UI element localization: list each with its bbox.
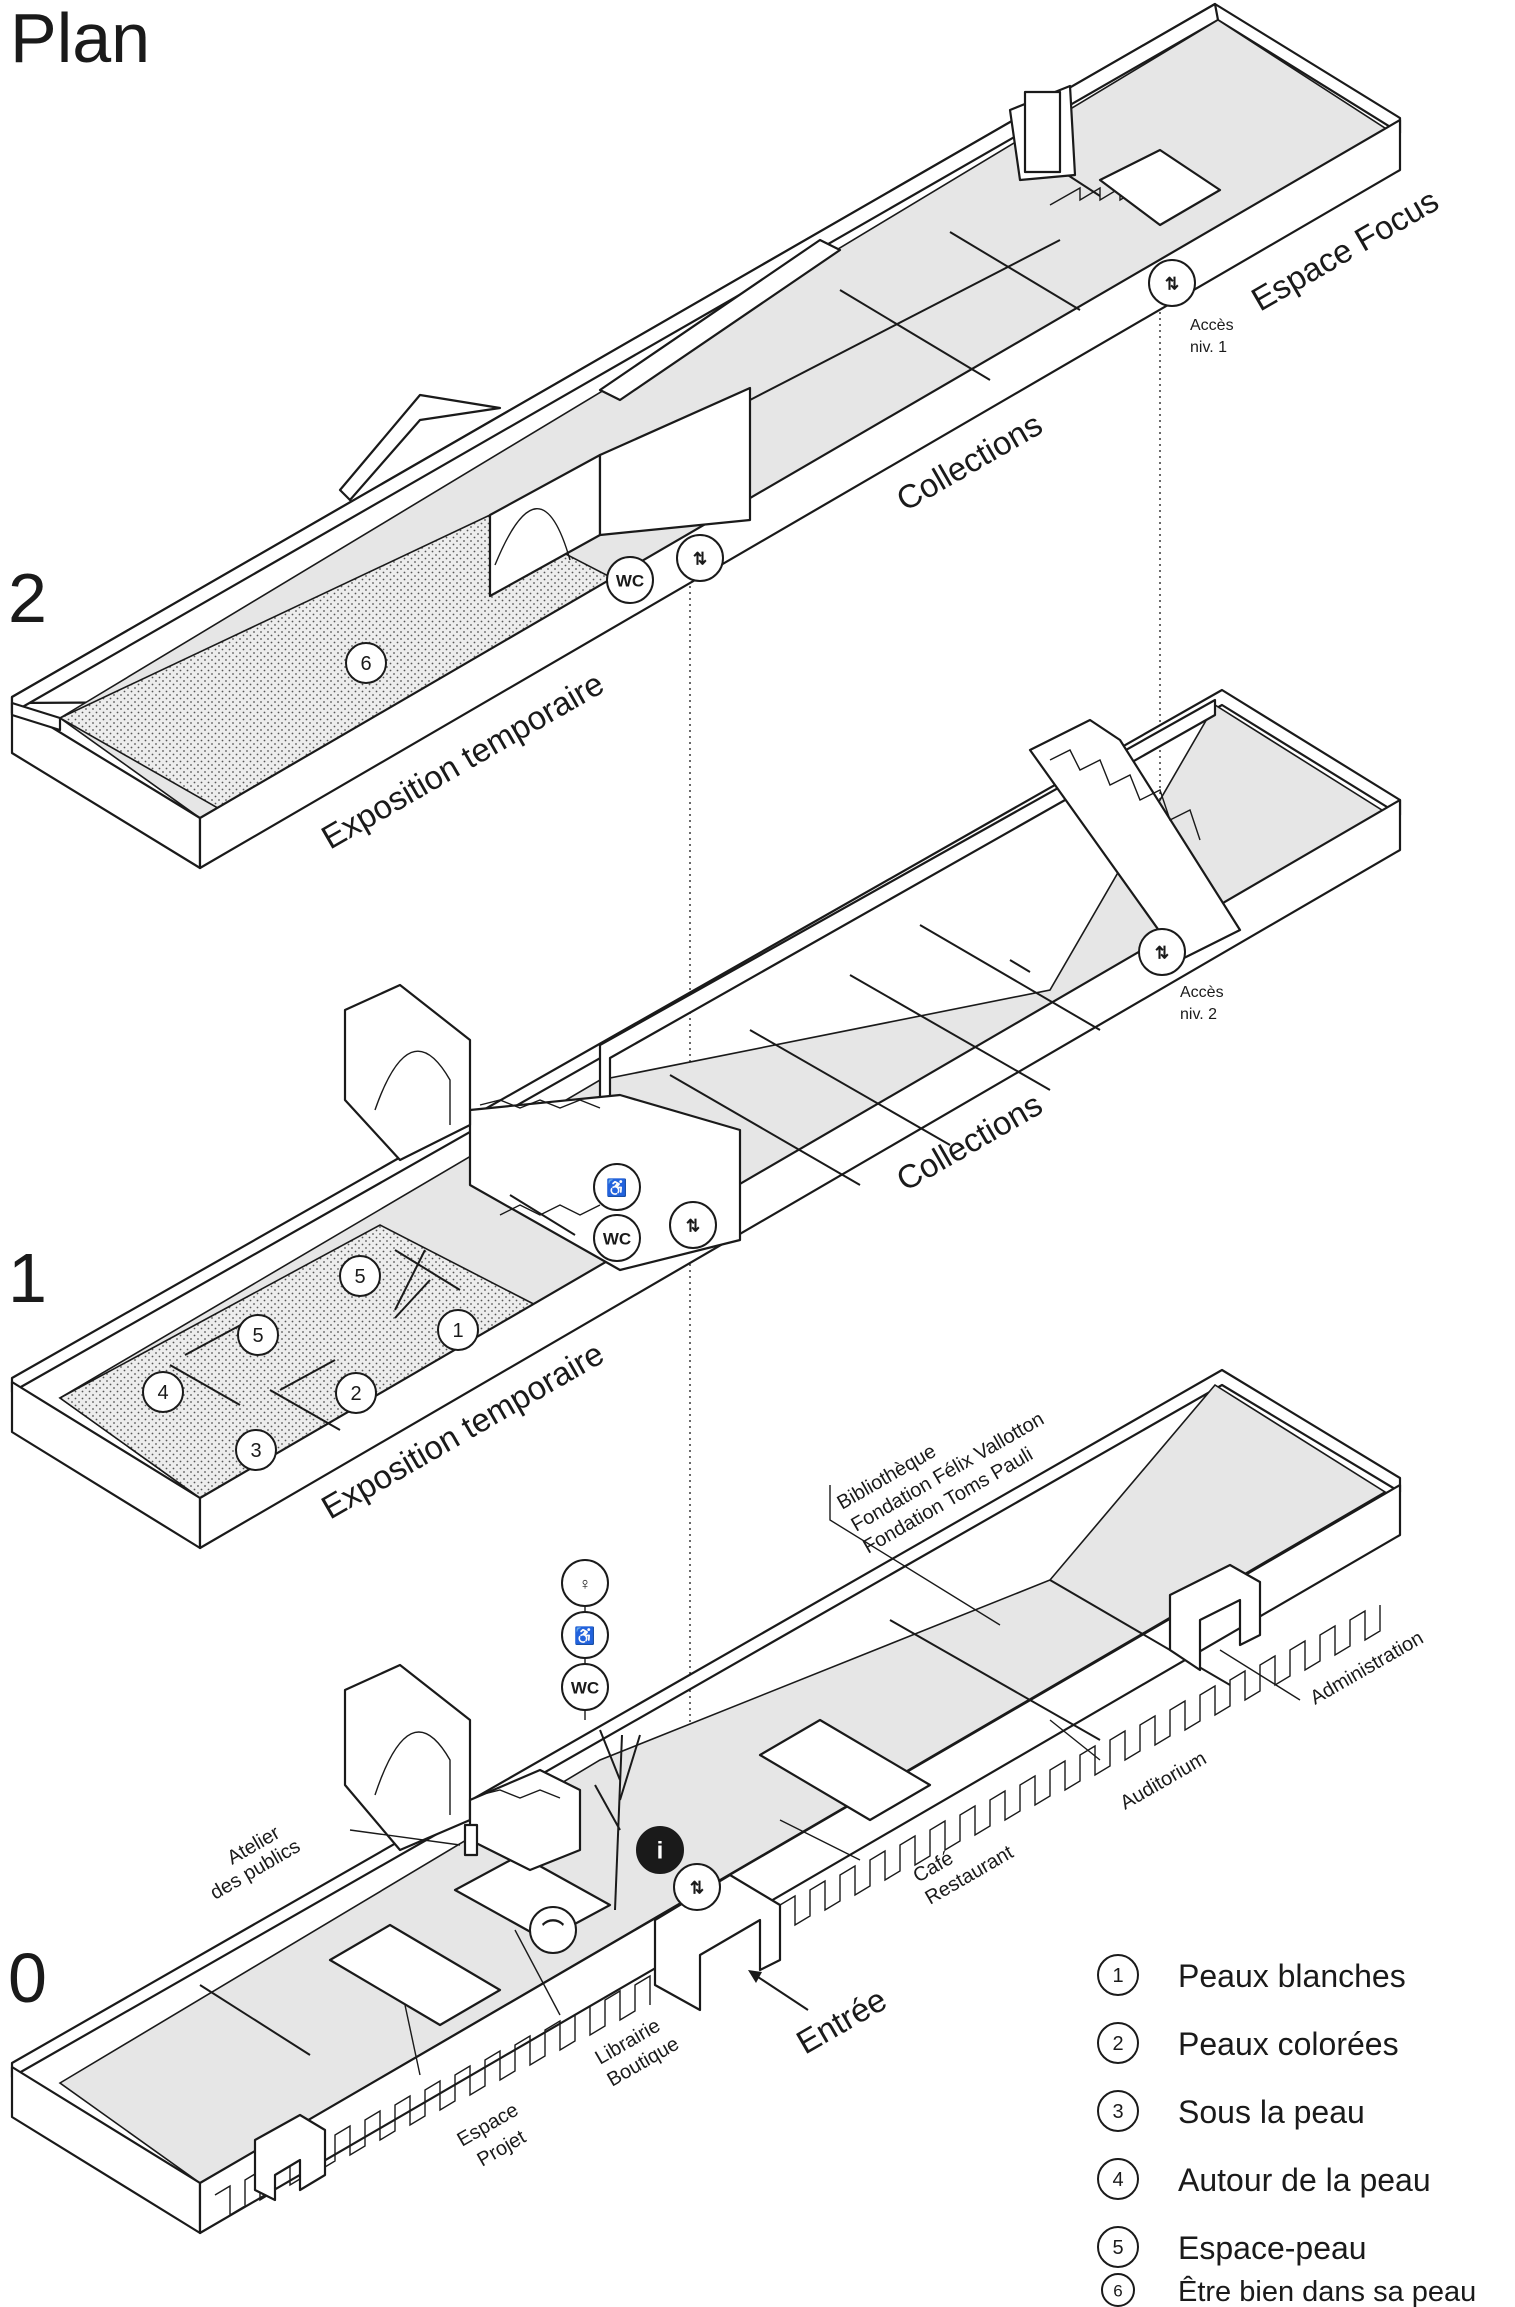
level-1-access-line2: niv. 2: [1180, 1006, 1217, 1023]
svg-text:♿: ♿: [606, 1178, 627, 1198]
svg-text:6: 6: [360, 653, 371, 675]
marker-5a: [237, 1314, 279, 1356]
svg-text:WC: WC: [603, 1230, 631, 1249]
svg-text:1: 1: [1112, 1965, 1123, 1987]
level-2-elevator-focus-icon: ⇅: [1148, 259, 1196, 307]
svg-text:2: 2: [350, 1383, 361, 1405]
svg-text:Peaux colorées: Peaux colorées: [1178, 2026, 1399, 2062]
level-2-elevator-icon: ⇅: [676, 534, 724, 582]
plan-title: Plan: [10, 0, 150, 77]
marker-5b: [339, 1255, 381, 1297]
level-2-stairs: [1049, 148, 1222, 227]
level-2-access-line2: niv. 1: [1190, 339, 1227, 356]
svg-text:4: 4: [1112, 2169, 1123, 2191]
marker-3: [235, 1429, 277, 1471]
svg-text:WC: WC: [616, 572, 644, 591]
svg-text:3: 3: [250, 1440, 261, 1462]
level-0-accessible-icon: ♿: [561, 1611, 609, 1659]
level-label-1: 1: [8, 1239, 47, 1317]
svg-text:♀: ♀: [579, 1575, 592, 1594]
level-1-floor: 1 2 3 4 5 5: [10, 688, 1402, 1550]
level-0-wc-icon: WC: [561, 1663, 609, 1711]
svg-text:2: 2: [1112, 2033, 1123, 2055]
level-0-atelier-label: Atelier des publics: [207, 1822, 305, 1905]
svg-text:Sous la peau: Sous la peau: [1178, 2094, 1365, 2130]
svg-text:4: 4: [157, 1382, 168, 1404]
marker-6: [345, 642, 387, 684]
level-0-cloakroom-icon: ⌒: [529, 1906, 577, 1954]
level-0-entrance-box: [653, 1873, 782, 2012]
legend-item-6: 6 Être bien dans sa peau: [1101, 2273, 1476, 2307]
svg-text:Autour de la peau: Autour de la peau: [1178, 2162, 1431, 2198]
level-1-arch: [343, 983, 472, 1162]
svg-text:⇅: ⇅: [1165, 275, 1179, 294]
level-0-arcade: [214, 1605, 1381, 2217]
svg-text:6: 6: [1113, 2282, 1122, 2301]
svg-text:i: i: [657, 1838, 664, 1865]
marker-2: [335, 1372, 377, 1414]
level-0-espace-projet-room: [328, 1923, 502, 2027]
svg-text:Être bien dans sa peau: Être bien dans sa peau: [1178, 2275, 1476, 2307]
svg-text:Peaux blanches: Peaux blanches: [1178, 1958, 1406, 1994]
level-0-floor: [10, 1368, 1402, 2235]
level-1-wc-icon: WC: [593, 1214, 641, 1262]
svg-text:⌒: ⌒: [542, 1919, 564, 1944]
level-1-stairs-right: [1028, 718, 1242, 962]
marker-4: [142, 1371, 184, 1413]
level-0-espace-projet-label: Espace Projet: [454, 2099, 531, 2171]
tree-icon: [594, 1729, 641, 1911]
svg-text:⇅: ⇅: [1155, 944, 1169, 963]
legend: 1 Peaux blanches 2 Peaux colorées 3 Sous…: [1097, 1954, 1476, 2307]
legend-item-4: 4 Autour de la peau: [1097, 2158, 1431, 2200]
level-1-elevator-right-icon: ⇅: [1138, 928, 1186, 976]
svg-text:WC: WC: [571, 1679, 599, 1698]
level-0-entree-label: Entrée: [790, 1980, 893, 2061]
level-0-administration-box: [1168, 1563, 1262, 1672]
svg-text:5: 5: [252, 1325, 263, 1347]
legend-item-5: 5 Espace-peau: [1097, 2226, 1367, 2268]
level-label-2: 2: [8, 559, 47, 637]
level-0-cafe-label: Café Restaurant: [910, 1841, 1018, 1909]
svg-text:♿: ♿: [574, 1626, 595, 1646]
svg-text:5: 5: [1112, 2237, 1123, 2259]
svg-text:1: 1: [452, 1320, 463, 1342]
level-0-auditorium-label: Auditorium: [1117, 1747, 1211, 1814]
legend-item-1: 1 Peaux blanches: [1097, 1954, 1406, 1996]
level-label-0: 0: [8, 1939, 47, 2017]
level-2-wc-icon: WC: [606, 556, 654, 604]
svg-text:⇅: ⇅: [693, 550, 707, 569]
legend-item-2: 2 Peaux colorées: [1097, 2022, 1399, 2064]
level-1-elevator-icon: ⇅: [669, 1201, 717, 1249]
level-0-baby-change-icon: ♀: [561, 1559, 609, 1607]
level-0-arch: [343, 1663, 472, 1852]
legend-item-3: 3 Sous la peau: [1097, 2090, 1365, 2132]
level-2-floor: 6: [10, 2, 1402, 870]
level-0-elevator-icon: ⇅: [673, 1863, 721, 1911]
level-2-access-line1: Accès: [1190, 317, 1234, 334]
marker-1: [437, 1309, 479, 1351]
level-1-access-line1: Accès: [1180, 984, 1224, 1001]
svg-text:⇅: ⇅: [690, 1879, 704, 1898]
level-0-cafe-room: [758, 1718, 932, 1822]
svg-text:5: 5: [354, 1266, 365, 1288]
svg-text:⇅: ⇅: [686, 1217, 700, 1236]
level-0-info-icon: i: [636, 1826, 684, 1874]
svg-text:3: 3: [1112, 2101, 1123, 2123]
level-1-accessible-icon: ♿: [593, 1163, 641, 1211]
svg-text:Espace-peau: Espace-peau: [1178, 2230, 1367, 2266]
